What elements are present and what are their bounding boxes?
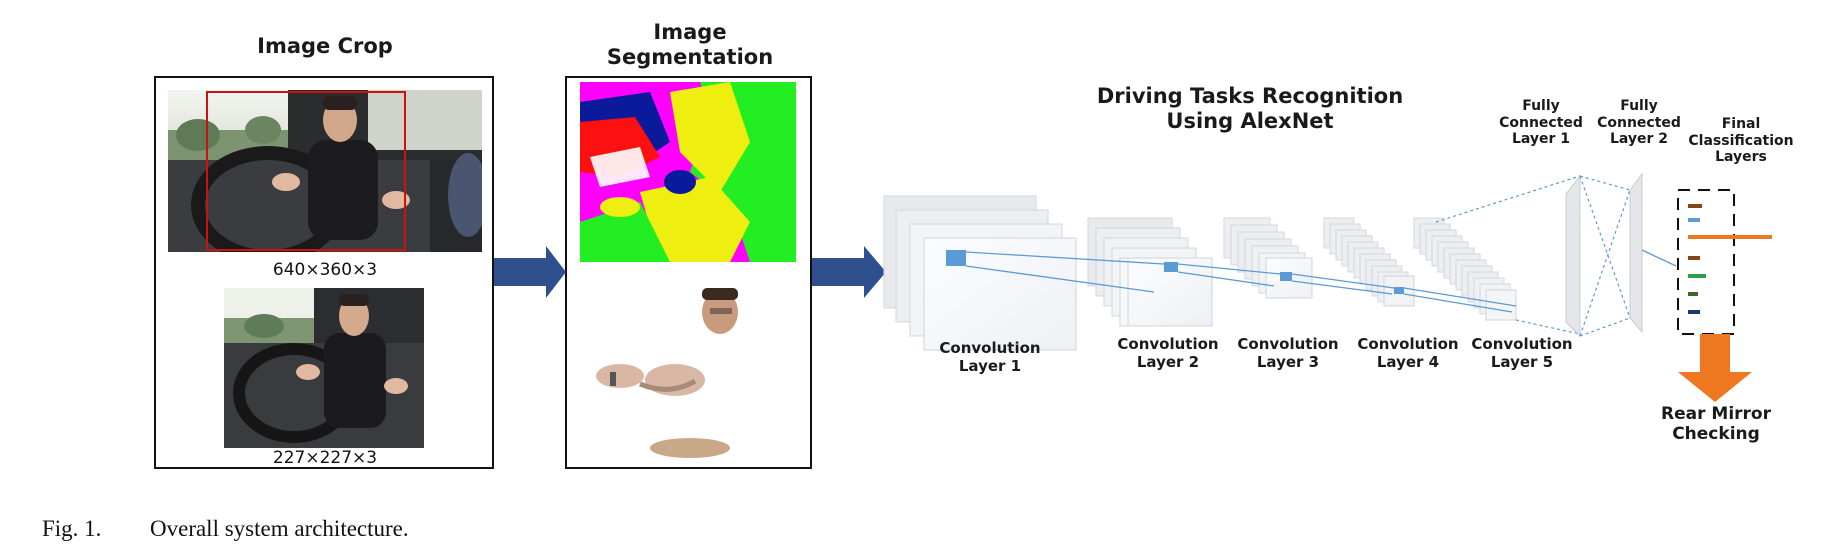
dim-label-large: 640×360×3	[272, 260, 378, 280]
conv3-kernel	[1280, 272, 1292, 281]
network-title-line2: Using AlexNet	[1166, 108, 1334, 133]
fc2-label: Fully Connected Layer 2	[1584, 98, 1694, 148]
dim-label-small: 227×227×3	[272, 448, 378, 468]
driver-photo-large	[168, 90, 482, 252]
fully-connected-layer-2	[1629, 172, 1643, 334]
driver-photo-small	[224, 288, 424, 448]
conv-layer-3-stack	[1223, 217, 1313, 299]
conv5-line2: Layer 5	[1490, 352, 1554, 371]
fc2-to-final-line	[1641, 249, 1677, 267]
fc2-line3: Layer 2	[1609, 131, 1669, 148]
segmented-driver-image	[580, 276, 796, 460]
fc2-line2: Connected	[1597, 114, 1681, 131]
fc1-to-fc2-lines	[1579, 175, 1631, 337]
output-line1: Rear Mirror	[1661, 404, 1771, 424]
conv5-to-fc1-lines	[1435, 175, 1581, 335]
conv1-kernel	[946, 250, 966, 266]
network-title: Driving Tasks Recognition Using AlexNet	[1060, 84, 1440, 134]
final-classification-box	[1677, 189, 1735, 335]
conv2-line1: Convolution	[1117, 335, 1219, 353]
crop-region-box	[206, 91, 406, 251]
figure-caption: Fig. 1. Overall system architecture.	[42, 516, 409, 542]
conv-layer-4-label: Convolution Layer 4	[1338, 335, 1478, 371]
fc1-line3: Layer 1	[1511, 131, 1571, 148]
final-classification-label: Final Classification Layers	[1676, 116, 1806, 166]
conv-layer-2-stack	[1087, 217, 1213, 327]
conv4-line1: Convolution	[1357, 335, 1459, 353]
conv-layer-5-label: Convolution Layer 5	[1452, 335, 1592, 371]
output-label: Rear Mirror Checking	[1636, 404, 1796, 444]
conv-layer-4-stack	[1323, 217, 1415, 307]
segmentation-color-map	[580, 82, 796, 262]
fc1-label: Fully Connected Layer 1	[1486, 98, 1596, 148]
conv-layer-1-stack	[883, 195, 1077, 351]
conv-layer-5-stack	[1413, 217, 1517, 321]
conv3-line1: Convolution	[1237, 335, 1339, 353]
conv3-line2: Layer 3	[1256, 352, 1320, 371]
conv1-line1: Convolution	[939, 339, 1041, 357]
conv-connection-lines	[965, 251, 1517, 313]
fc2-line1: Fully	[1620, 98, 1658, 114]
conv4-kernel	[1394, 287, 1404, 294]
fc1-line2: Connected	[1499, 114, 1583, 131]
final-line1: Final	[1721, 116, 1761, 132]
output-arrow	[1678, 334, 1752, 402]
network-title-line1: Driving Tasks Recognition	[1096, 84, 1404, 108]
conv5-line1: Convolution	[1471, 335, 1573, 353]
conv-layer-1-label: Convolution Layer 1	[920, 339, 1060, 375]
fc1-line1: Fully	[1522, 98, 1560, 114]
segmentation-panel-title: Image Segmentation	[590, 20, 790, 70]
output-line2: Checking	[1672, 424, 1760, 445]
segmentation-title-line2: Segmentation	[606, 44, 774, 69]
conv1-line2: Layer 1	[958, 356, 1022, 375]
crop-panel-title: Image Crop	[257, 34, 393, 58]
figure-number: Fig. 1.	[42, 516, 102, 541]
final-line3: Layers	[1715, 149, 1767, 166]
class-score-bars	[1688, 204, 1772, 314]
figure-caption-text: Overall system architecture.	[150, 516, 409, 541]
segmentation-title-line1: Image	[653, 20, 727, 44]
final-line2: Classification	[1688, 132, 1794, 149]
conv2-kernel	[1164, 262, 1178, 272]
conv2-line2: Layer 2	[1136, 352, 1200, 371]
conv-layer-3-label: Convolution Layer 3	[1218, 335, 1358, 371]
fully-connected-layer-1	[1565, 174, 1581, 338]
conv4-line2: Layer 4	[1376, 352, 1440, 371]
conv-layer-2-label: Convolution Layer 2	[1098, 335, 1238, 371]
